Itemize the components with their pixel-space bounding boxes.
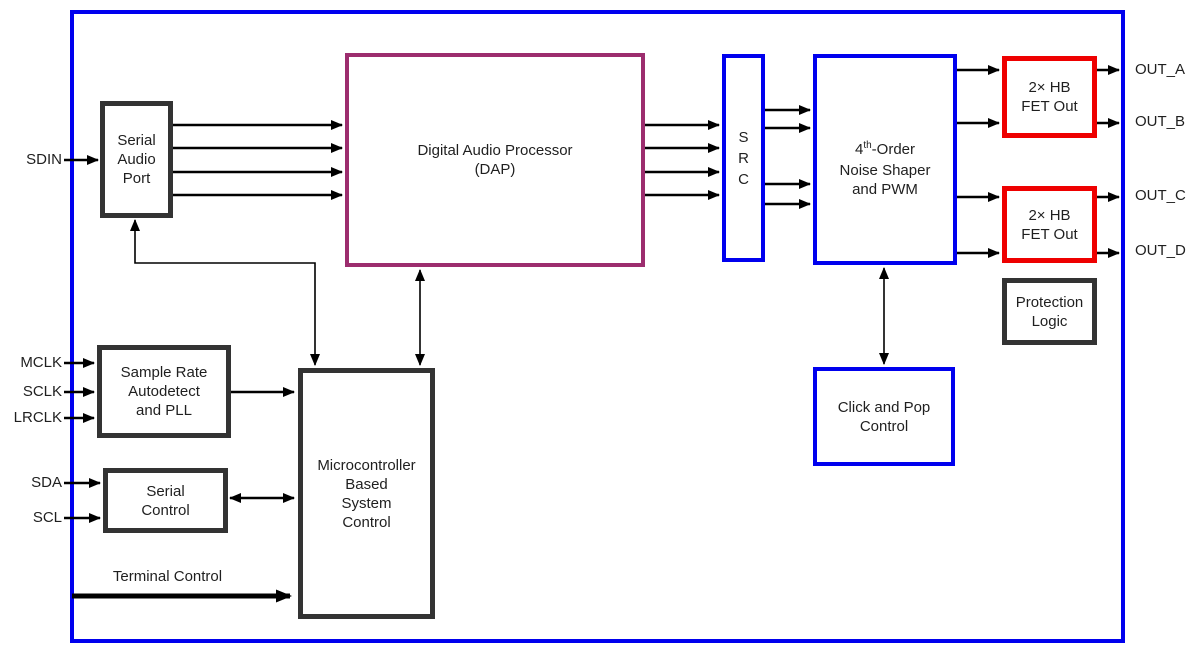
fet-out-top-label: 2× HB FET Out	[1021, 79, 1078, 115]
microcontroller-label: Microcontroller Based System Control	[317, 456, 416, 531]
noise-shaper-line2: Noise Shaper	[839, 161, 931, 179]
pin-label-sdin: SDIN	[26, 151, 62, 168]
noise-shaper-pwm-block: 4th-Order Noise Shaper and PWM	[813, 54, 957, 265]
chip-boundary-box	[70, 10, 1125, 643]
fet-out-top-block: 2× HB FET Out	[1002, 56, 1097, 138]
microcontroller-block: Microcontroller Based System Control	[298, 368, 435, 619]
serial-control-block: Serial Control	[103, 468, 228, 533]
pin-label-out-a: OUT_A	[1135, 61, 1186, 78]
sample-rate-converter-block: S R C	[722, 54, 765, 262]
serial-audio-port-label: Serial Audio Port	[117, 132, 156, 187]
noise-shaper-pwm-label: 4th-Order Noise Shaper and PWM	[840, 121, 931, 199]
fet-out-bottom-block: 2× HB FET Out	[1002, 186, 1097, 263]
serial-control-label: Serial Control	[141, 482, 190, 519]
terminal-control-label: Terminal Control	[112, 568, 223, 585]
pin-label-out-b: OUT_B	[1135, 113, 1186, 130]
digital-audio-processor-block: Digital Audio Processor (DAP)	[345, 53, 645, 267]
protection-logic-label: Protection Logic	[1015, 293, 1084, 330]
pin-label-sclk: SCLK	[22, 383, 62, 400]
pin-label-out-d: OUT_D	[1135, 242, 1186, 259]
sample-rate-label: Sample Rate Autodetect and PLL	[120, 364, 208, 419]
digital-audio-processor-label: Digital Audio Processor (DAP)	[417, 142, 573, 178]
noise-shaper-order-rest: -Order	[871, 140, 915, 158]
noise-shaper-line3: and PWM	[852, 180, 918, 198]
pin-label-mclk: MCLK	[20, 354, 62, 371]
fet-out-bottom-label: 2× HB FET Out	[1021, 206, 1078, 243]
serial-audio-port-block: Serial Audio Port	[100, 101, 173, 218]
click-and-pop-label: Click and Pop Control	[837, 398, 931, 435]
noise-shaper-order-base: 4	[854, 140, 864, 158]
pin-label-lrclk: LRCLK	[13, 409, 62, 426]
pin-label-out-c: OUT_C	[1135, 187, 1186, 204]
src-label: S R C	[738, 128, 749, 188]
sample-rate-autodetect-pll-block: Sample Rate Autodetect and PLL	[97, 345, 231, 438]
protection-logic-block: Protection Logic	[1002, 278, 1097, 345]
click-and-pop-control-block: Click and Pop Control	[813, 367, 955, 466]
pin-label-scl: SCL	[32, 509, 62, 526]
pin-label-sda: SDA	[31, 474, 62, 491]
noise-shaper-order-sup: th	[863, 139, 872, 151]
